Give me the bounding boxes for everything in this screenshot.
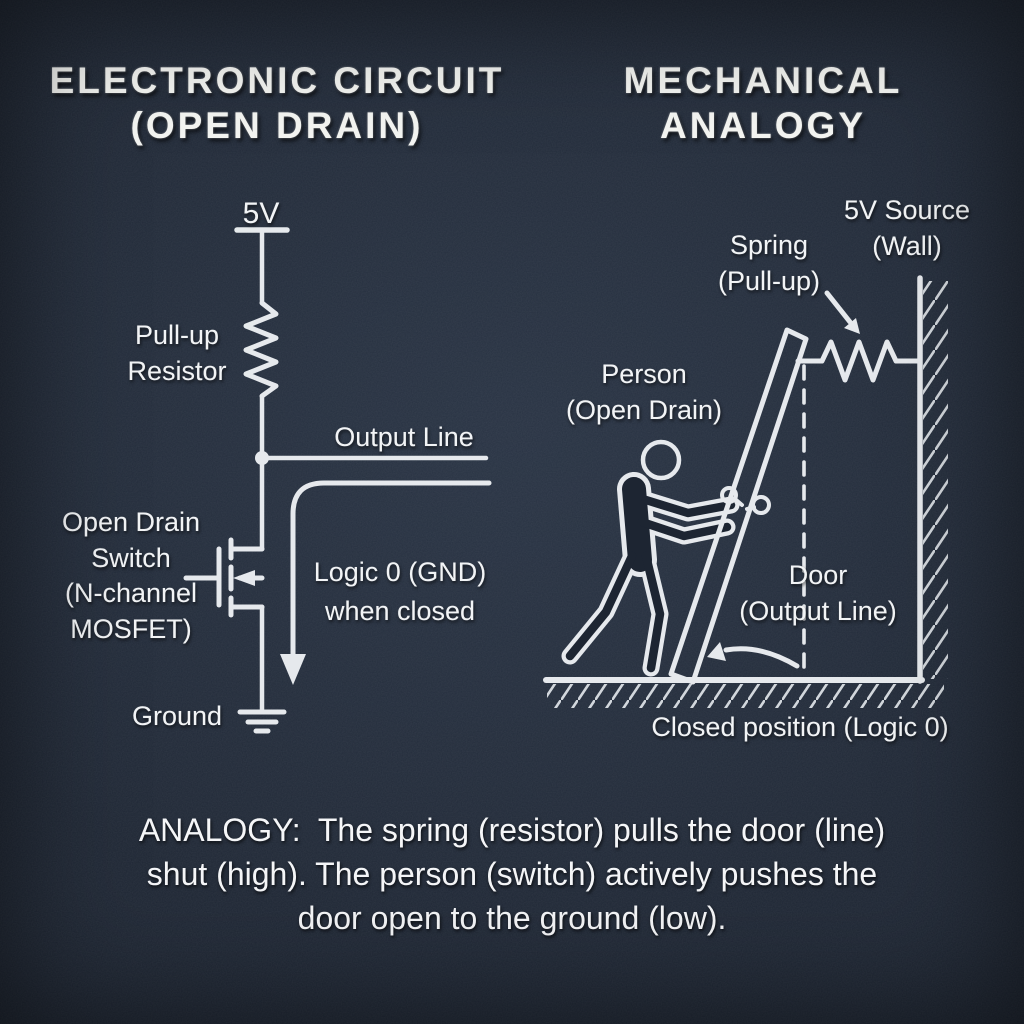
label-5v: 5V [242, 197, 280, 230]
door-swing-arrowhead-icon [707, 642, 726, 661]
title-mechanical-analogy: MECHANICAL ANALOGY [624, 58, 903, 148]
caption-line1: ANALOGY: The spring (resistor) pulls the… [138, 812, 886, 848]
title-right-line1: MECHANICAL [623, 60, 903, 101]
spring-pointer-arrow [824, 290, 860, 334]
person-figure [561, 439, 740, 677]
person-head [640, 439, 682, 481]
label-5v-source-wall: 5V Source (Wall) [843, 195, 971, 261]
logic0-arrowhead-icon [280, 654, 306, 685]
caption-line2: shut (high). The person (switch) activel… [146, 856, 878, 893]
title-left-line2: (OPEN DRAIN) [130, 105, 424, 147]
label-person-open-drain: Person (Open Drain) [565, 359, 723, 425]
logic0-arrow [280, 480, 492, 685]
label-pullup-resistor: Pull-up Resistor [127, 320, 227, 386]
supply-rail-symbol [234, 227, 290, 306]
mosfet-symbol [183, 537, 265, 618]
spring-pointer-arrowhead-icon [844, 318, 860, 334]
label-spring-pullup: Spring (Pull-up) [717, 230, 821, 296]
mosfet-arrow-icon [233, 570, 255, 586]
label-open-drain-switch: Open Drain Switch (N-channel MOSFET) [61, 507, 201, 644]
label-logic0: Logic 0 (GND) when closed [313, 557, 487, 627]
wall [917, 275, 948, 684]
title-left-line1: ELECTRONIC CIRCUIT [49, 60, 505, 101]
pullup-resistor-symbol [243, 300, 279, 399]
caption-line3: door open to the ground (low). [297, 900, 727, 937]
door-knob [720, 486, 771, 515]
title-electronic-circuit: ELECTRONIC CIRCUIT (OPEN DRAIN) [50, 58, 505, 148]
label-door-output-line: Door (Output Line) [739, 560, 897, 626]
analogy-caption: ANALOGY: The spring (resistor) pulls the… [139, 808, 885, 940]
label-output-line: Output Line [334, 422, 474, 452]
floor [543, 677, 944, 708]
title-right-line2: ANALOGY [659, 105, 866, 147]
door-swing-arrow [707, 642, 800, 669]
ground-symbol [237, 709, 287, 734]
label-closed-position: Closed position (Logic 0) [651, 712, 949, 742]
spring-symbol [795, 339, 923, 383]
label-ground: Ground [131, 701, 223, 731]
door [668, 327, 809, 685]
